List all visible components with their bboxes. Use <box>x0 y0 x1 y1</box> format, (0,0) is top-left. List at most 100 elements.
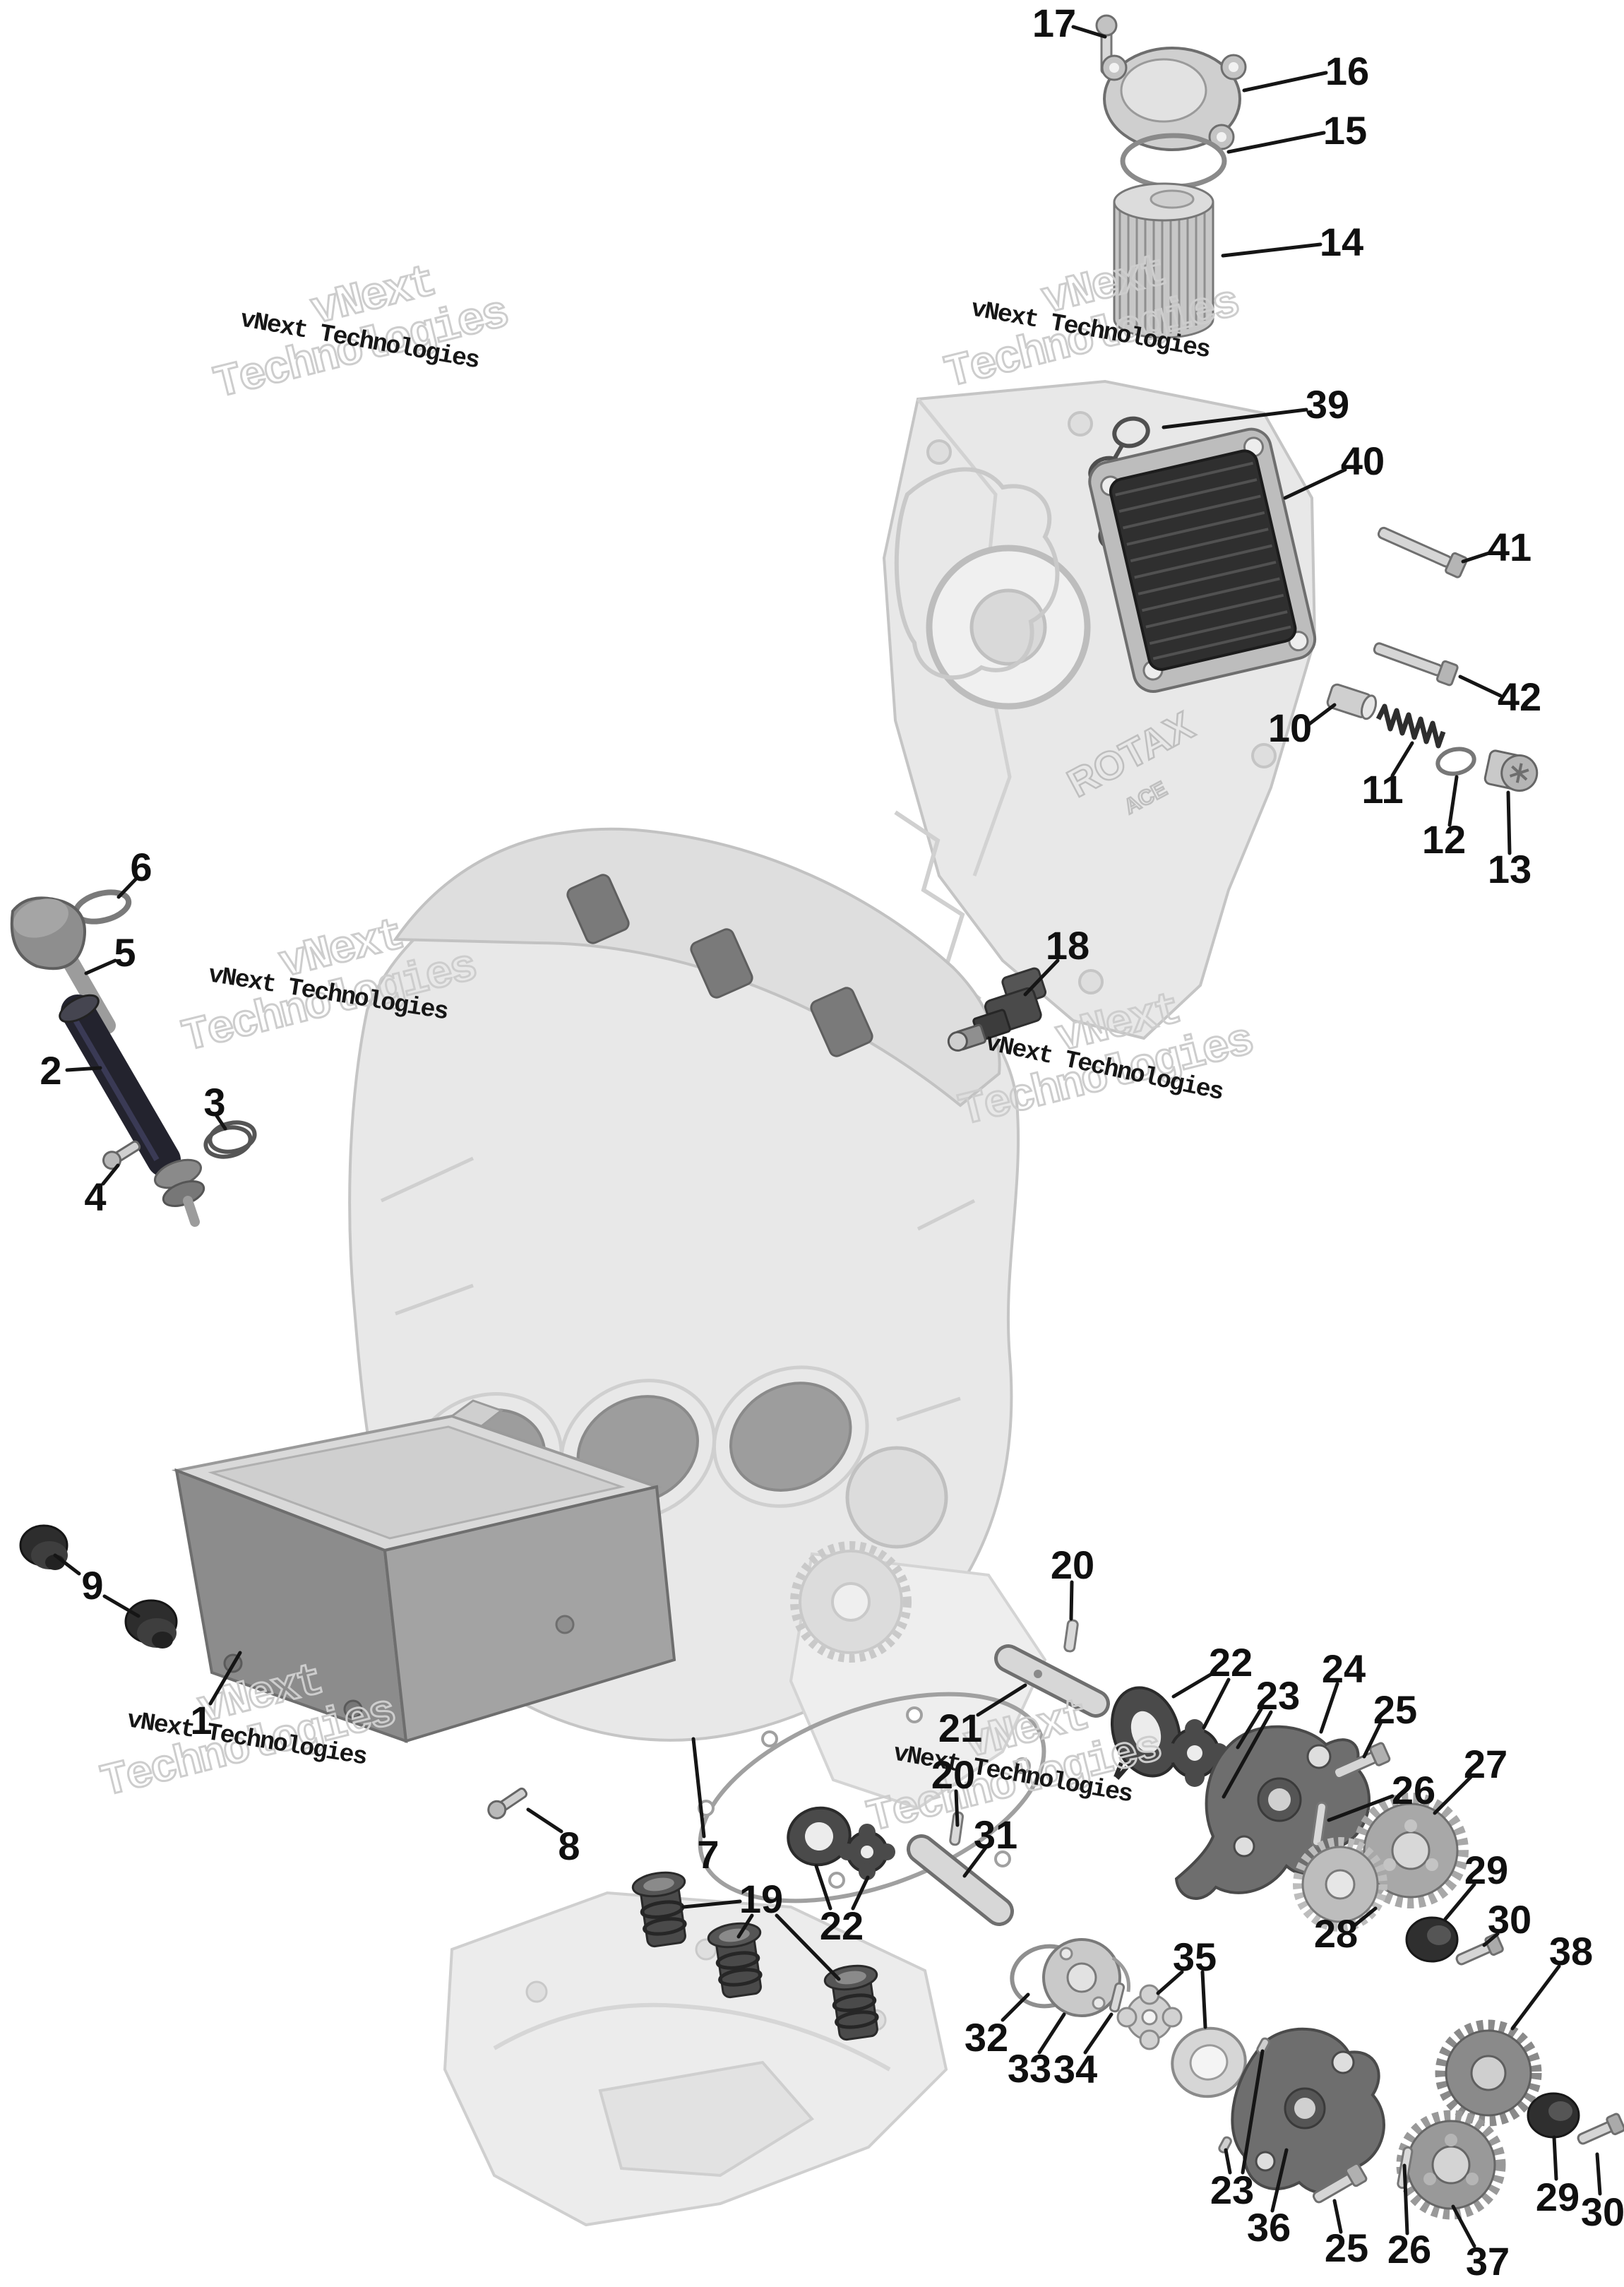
part-drain-plug-9b <box>124 1599 178 1649</box>
callout-3: 3 <box>203 1080 227 1131</box>
callout-label: 31 <box>974 1812 1017 1857</box>
callout-label: 16 <box>1325 49 1369 93</box>
leader-line <box>681 1899 742 1909</box>
leader-line <box>1402 2163 1409 2235</box>
leader-line <box>1458 675 1503 698</box>
leader-line <box>775 1913 841 1981</box>
callout-label: 9 <box>81 1563 103 1608</box>
callout-label: 10 <box>1268 706 1312 750</box>
part-dipstick-tube-2 <box>59 994 205 1227</box>
callout-label: 23 <box>1256 1673 1300 1718</box>
leader-line <box>1351 1906 1378 1929</box>
callout-30: 30 <box>1482 1897 1532 1947</box>
callout-25: 25 <box>1325 2199 1368 2270</box>
part-pin-23b <box>1256 2037 1270 2055</box>
part-bolt-41 <box>1377 526 1468 578</box>
leader-line <box>117 877 138 899</box>
leader-line <box>954 1789 960 1827</box>
callout-label: 34 <box>1053 2047 1097 2091</box>
leader-line <box>1270 2148 1289 2213</box>
part-pump-housing-36 <box>1231 2027 1385 2194</box>
callout-20: 20 <box>1051 1543 1094 1621</box>
part-pump-cover-33 <box>1042 1938 1131 2017</box>
callout-label: 42 <box>1498 675 1541 719</box>
callout-9: 9 <box>53 1553 141 1618</box>
leader-line <box>962 1846 988 1878</box>
callout-42: 42 <box>1458 675 1541 719</box>
part-sleeve-10 <box>1326 683 1378 720</box>
callout-25: 25 <box>1362 1687 1417 1759</box>
leader-line <box>736 1913 754 1939</box>
callout-8: 8 <box>526 1807 580 1868</box>
callout-15: 15 <box>1226 108 1367 154</box>
leader-line <box>1071 25 1107 39</box>
part-bolt-42 <box>1373 642 1459 687</box>
leader-line <box>1447 775 1459 827</box>
part-oil-filter-14 <box>1113 182 1214 339</box>
leader-line <box>65 1066 102 1072</box>
leader-line <box>208 1651 242 1706</box>
leader-line <box>1552 2135 1558 2181</box>
part-screw-8 <box>487 1787 528 1819</box>
callout-11: 11 <box>1361 741 1414 812</box>
part-outer-rotor-22b <box>787 1806 852 1867</box>
leader-line <box>851 1875 870 1911</box>
part-outer-rotor-35 <box>1171 2026 1247 2098</box>
callout-23: 23 <box>1222 1673 1300 1799</box>
leader-line <box>1001 1992 1030 2022</box>
part-dipstick-5 <box>10 896 116 1034</box>
leader-line <box>1362 1720 1383 1759</box>
callout-33: 33 <box>1008 2012 1066 2091</box>
leader-line <box>1156 1970 1184 1995</box>
callout-label: 24 <box>1322 1646 1366 1691</box>
callout-38: 38 <box>1510 1929 1593 2031</box>
callout-36: 36 <box>1247 2148 1291 2250</box>
leader-line <box>1327 1794 1395 1822</box>
part-pin-26a <box>1311 1801 1327 1848</box>
part-oil-pressure-sensor-18 <box>947 967 1047 1052</box>
part-plug-13 <box>1483 749 1539 792</box>
callout-26: 26 <box>1327 1768 1435 1822</box>
callout-7: 7 <box>691 1737 720 1877</box>
callout-2: 2 <box>40 1048 102 1093</box>
callout-label: 30 <box>1581 2190 1624 2234</box>
callout-label: 37 <box>1466 2239 1510 2283</box>
callout-label: 39 <box>1306 382 1349 427</box>
callout-6: 6 <box>117 845 153 899</box>
callout-34: 34 <box>1053 2012 1113 2091</box>
callout-label: 1 <box>190 1698 212 1742</box>
leader-line <box>1506 790 1512 855</box>
callout-37: 37 <box>1451 2204 1510 2283</box>
callout-label: 19 <box>739 1877 783 1921</box>
callout-label: 18 <box>1046 923 1089 968</box>
callout-label: 12 <box>1422 817 1466 862</box>
callout-39: 39 <box>1162 382 1349 429</box>
part-oring-3 <box>203 1120 257 1159</box>
leader-line <box>1451 2204 1476 2248</box>
leader-line <box>976 1683 1027 1717</box>
part-pin-20a <box>1063 1619 1079 1653</box>
leader-line <box>1236 1707 1263 1750</box>
callout-26: 26 <box>1387 2163 1431 2271</box>
lower-crankcase <box>443 1891 948 2227</box>
callout-19: 19 <box>681 1877 841 1981</box>
leader-line <box>1306 703 1337 727</box>
leader-line <box>1443 1882 1476 1921</box>
leader-line <box>1433 1775 1473 1815</box>
callout-28: 28 <box>1314 1906 1378 1956</box>
callout-label: 21 <box>938 1706 982 1750</box>
leader-line <box>1390 741 1414 778</box>
part-gear-28 <box>1293 1837 1387 1932</box>
part-bolt-25b <box>1312 2162 1368 2204</box>
callouts: 1716151439404142101112136523418917819202… <box>40 1 1624 2283</box>
part-collar-29a <box>1405 1916 1459 1963</box>
callout-18: 18 <box>1023 923 1089 997</box>
callout-label: 20 <box>1051 1543 1094 1587</box>
leader-line <box>1461 550 1493 564</box>
callout-27: 27 <box>1433 1742 1507 1815</box>
leader-line <box>1332 2199 1343 2234</box>
callout-24: 24 <box>1319 1646 1366 1734</box>
leader-line <box>691 1737 706 1838</box>
leader-line <box>1221 242 1323 258</box>
callout-label: 20 <box>931 1752 975 1797</box>
